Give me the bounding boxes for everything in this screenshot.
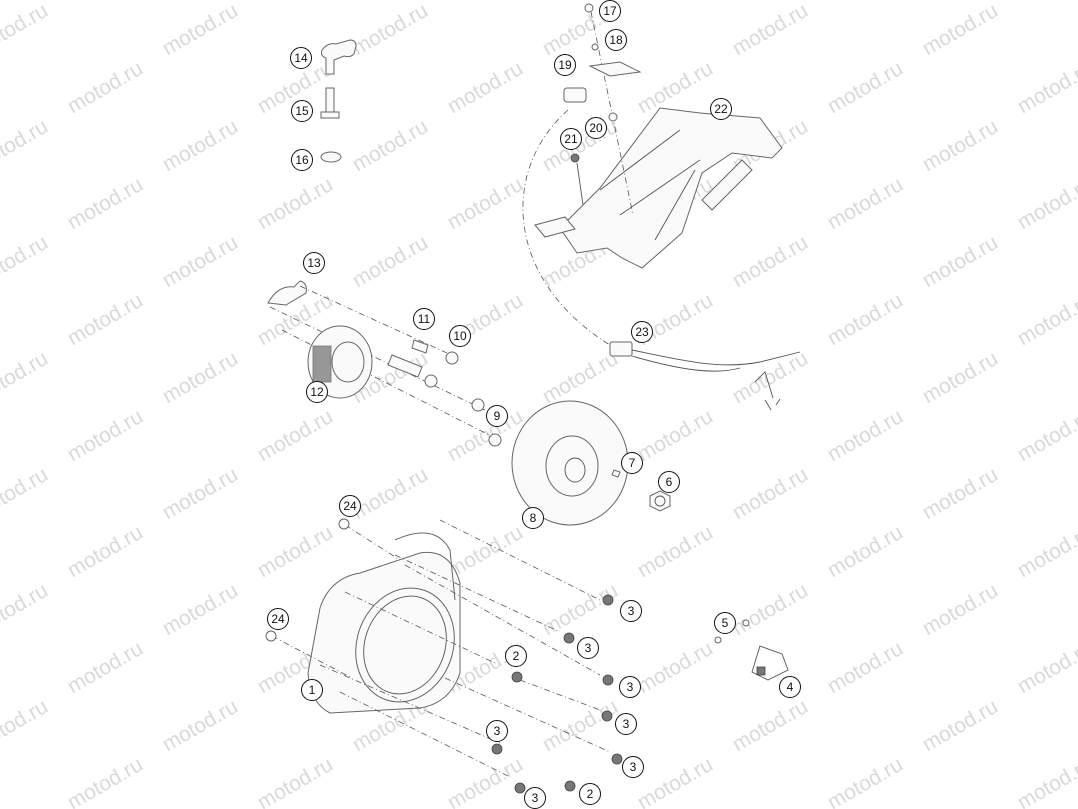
callout-14[interactable]: 14 [290, 47, 312, 69]
callout-20[interactable]: 20 [585, 117, 607, 139]
part-13-pickup [267, 280, 496, 439]
callout-22[interactable]: 22 [710, 98, 732, 120]
callout-17[interactable]: 17 [599, 0, 621, 22]
part-7-key [611, 469, 621, 478]
callout-1[interactable]: 1 [301, 679, 323, 701]
callout-2[interactable]: 2 [505, 645, 527, 667]
callout-19[interactable]: 19 [554, 54, 576, 76]
callout-8[interactable]: 8 [522, 507, 544, 529]
callout-10[interactable]: 10 [449, 325, 471, 347]
callout-21[interactable]: 21 [560, 128, 582, 150]
callout-3[interactable]: 3 [615, 713, 637, 735]
part-6-nut [649, 490, 671, 512]
part-4-5-sensor [714, 619, 789, 681]
callout-24[interactable]: 24 [339, 495, 361, 517]
part-14-fitting [321, 39, 357, 75]
cover-bolts [265, 518, 623, 794]
part-10-nut [445, 351, 459, 365]
callout-4[interactable]: 4 [779, 676, 801, 698]
callout-24[interactable]: 24 [267, 608, 289, 630]
callout-9[interactable]: 9 [486, 405, 508, 427]
part-22-bracket [534, 107, 783, 269]
callout-6[interactable]: 6 [658, 471, 680, 493]
part-1-cover [307, 532, 461, 714]
callout-2[interactable]: 2 [579, 783, 601, 805]
callout-15[interactable]: 15 [291, 100, 313, 122]
callout-7[interactable]: 7 [621, 452, 643, 474]
callout-3[interactable]: 3 [524, 787, 546, 809]
part-21-nut [570, 153, 584, 206]
part-23-connector [609, 341, 801, 411]
callout-3[interactable]: 3 [620, 600, 642, 622]
callout-3[interactable]: 3 [619, 676, 641, 698]
callout-11[interactable]: 11 [413, 308, 435, 330]
part-12-stator [307, 325, 373, 399]
bolt-lines [271, 519, 611, 778]
callout-18[interactable]: 18 [605, 29, 627, 51]
callout-3[interactable]: 3 [577, 637, 599, 659]
callout-3[interactable]: 3 [486, 720, 508, 742]
part-17-18-20-screw-stack [584, 3, 642, 216]
callout-23[interactable]: 23 [631, 321, 653, 343]
part-11-sleeve [387, 339, 429, 378]
callout-16[interactable]: 16 [291, 149, 313, 171]
part-15-bolt [320, 87, 340, 119]
callout-13[interactable]: 13 [303, 252, 325, 274]
part-9-bolts [424, 374, 502, 447]
callout-12[interactable]: 12 [306, 381, 328, 403]
part-19-pad [563, 87, 587, 103]
part-8-rotor [511, 400, 629, 526]
callout-3[interactable]: 3 [622, 756, 644, 778]
part-16-washer [320, 151, 342, 163]
callout-5[interactable]: 5 [714, 612, 736, 634]
